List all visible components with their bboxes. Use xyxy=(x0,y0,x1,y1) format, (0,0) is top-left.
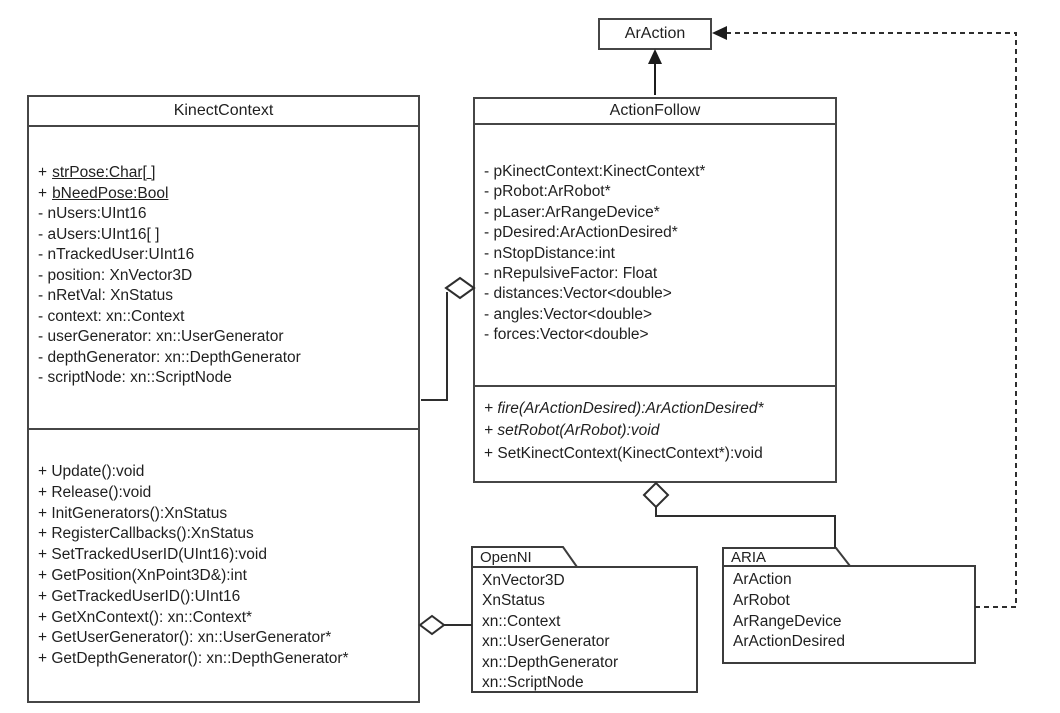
method: + GetUserGenerator(): xn::UserGenerator* xyxy=(38,629,332,647)
method-abstract: + setRobot(ArRobot):void xyxy=(484,422,660,440)
package-item: ArRobot xyxy=(733,591,790,609)
actionfollow-attributes-compartment: - pKinectContext:KinectContext* - pRobot… xyxy=(475,125,835,387)
package-title-aria: ARIA xyxy=(731,549,767,566)
attribute: - nUsers:UInt16 xyxy=(38,205,147,222)
method: + Release():void xyxy=(38,483,152,501)
attribute: - nTrackedUser:UInt16 xyxy=(38,246,195,263)
class-box-actionfollow: ActionFollow - pKinectContext:KinectCont… xyxy=(473,97,837,483)
attribute: - pDesired:ArActionDesired* xyxy=(484,224,678,242)
package-title-openni: OpenNI xyxy=(480,549,532,566)
attribute-static: +bNeedPose:Bool xyxy=(38,184,418,205)
package-item: xn::UserGenerator xyxy=(482,633,610,651)
class-box-kinectcontext: KinectContext +strPose:Char[ ] +bNeedPos… xyxy=(27,95,420,703)
kinectcontext-methods-compartment: + Update():void + Release():void + InitG… xyxy=(29,430,418,670)
method: + InitGenerators():XnStatus xyxy=(38,504,228,522)
aggregation-kinect-actionfollow-line xyxy=(421,292,448,401)
attribute: - userGenerator: xn::UserGenerator xyxy=(38,328,284,345)
package-item: ArRangeDevice xyxy=(733,612,842,630)
method: + GetDepthGenerator(): xn::DepthGenerato… xyxy=(38,650,349,668)
aggregation-diamond-kinect-right-icon xyxy=(418,614,446,636)
method: + GetTrackedUserID():UInt16 xyxy=(38,587,241,605)
package-item: xn::Context xyxy=(482,612,561,630)
method: + SetKinectContext(KinectContext*):void xyxy=(484,444,763,462)
method: + RegisterCallbacks():XnStatus xyxy=(38,525,254,543)
attribute-static: +strPose:Char[ ] xyxy=(38,163,418,184)
attribute: - nStopDistance:int xyxy=(484,244,615,262)
attribute: - pKinectContext:KinectContext* xyxy=(484,163,706,180)
package-item: xn::ScriptNode xyxy=(482,674,584,692)
attribute: - forces:Vector<double> xyxy=(484,326,649,344)
class-title-kinectcontext: KinectContext xyxy=(29,97,418,127)
package-item: xn::DepthGenerator xyxy=(482,653,619,671)
actionfollow-methods-compartment: + fire(ArActionDesired):ArActionDesired*… xyxy=(475,387,835,465)
visibility-prefix: + xyxy=(38,164,48,181)
method-abstract: + fire(ArActionDesired):ArActionDesired* xyxy=(484,400,764,417)
aggregation-diamond-actionfollow-left-icon xyxy=(444,276,476,300)
attribute: - depthGenerator: xn::DepthGenerator xyxy=(38,348,301,366)
aggregation-actionfollow-aria-line xyxy=(655,506,836,548)
kinectcontext-attributes-compartment: +strPose:Char[ ] +bNeedPose:Bool - nUser… xyxy=(29,127,418,430)
generalization-arrowhead-icon xyxy=(648,49,662,64)
aggregation-diamond-actionfollow-bottom-icon xyxy=(642,481,670,509)
method: + GetPosition(XnPoint3D&):int xyxy=(38,566,247,584)
package-item: ArActionDesired xyxy=(733,633,845,651)
attribute: - pRobot:ArRobot* xyxy=(484,183,611,201)
attribute: - nRepulsiveFactor: Float xyxy=(484,265,658,283)
attribute: - position: XnVector3D xyxy=(38,266,193,284)
dependency-arrowhead-icon xyxy=(712,26,727,40)
attribute: - distances:Vector<double> xyxy=(484,285,672,303)
package-item: XnVector3D xyxy=(482,572,565,589)
method: + GetXnContext(): xn::Context* xyxy=(38,608,253,626)
class-box-araction: ArAction xyxy=(598,18,712,50)
class-title-araction: ArAction xyxy=(624,25,686,42)
package-item: ArAction xyxy=(733,571,792,588)
visibility-prefix: + xyxy=(38,184,48,202)
attribute: - angles:Vector<double> xyxy=(484,305,653,323)
attribute-text: strPose:Char[ ] xyxy=(52,164,156,181)
class-title-actionfollow: ActionFollow xyxy=(475,99,835,125)
package-openni-items: XnVector3D XnStatus xn::Context xn::User… xyxy=(482,571,618,693)
package-item: XnStatus xyxy=(482,592,545,610)
attribute: - nRetVal: XnStatus xyxy=(38,287,173,304)
attribute: - aUsers:UInt16[ ] xyxy=(38,225,160,243)
attribute: - pLaser:ArRangeDevice* xyxy=(484,203,660,221)
attribute-text: bNeedPose:Bool xyxy=(52,184,169,202)
attribute: - scriptNode: xn::ScriptNode xyxy=(38,369,232,386)
method: + SetTrackedUserID(UInt16):void xyxy=(38,546,267,564)
method: + Update():void xyxy=(38,463,145,480)
package-aria-items: ArAction ArRobot ArRangeDevice ArActionD… xyxy=(733,570,845,653)
attribute: - context: xn::Context xyxy=(38,307,185,325)
